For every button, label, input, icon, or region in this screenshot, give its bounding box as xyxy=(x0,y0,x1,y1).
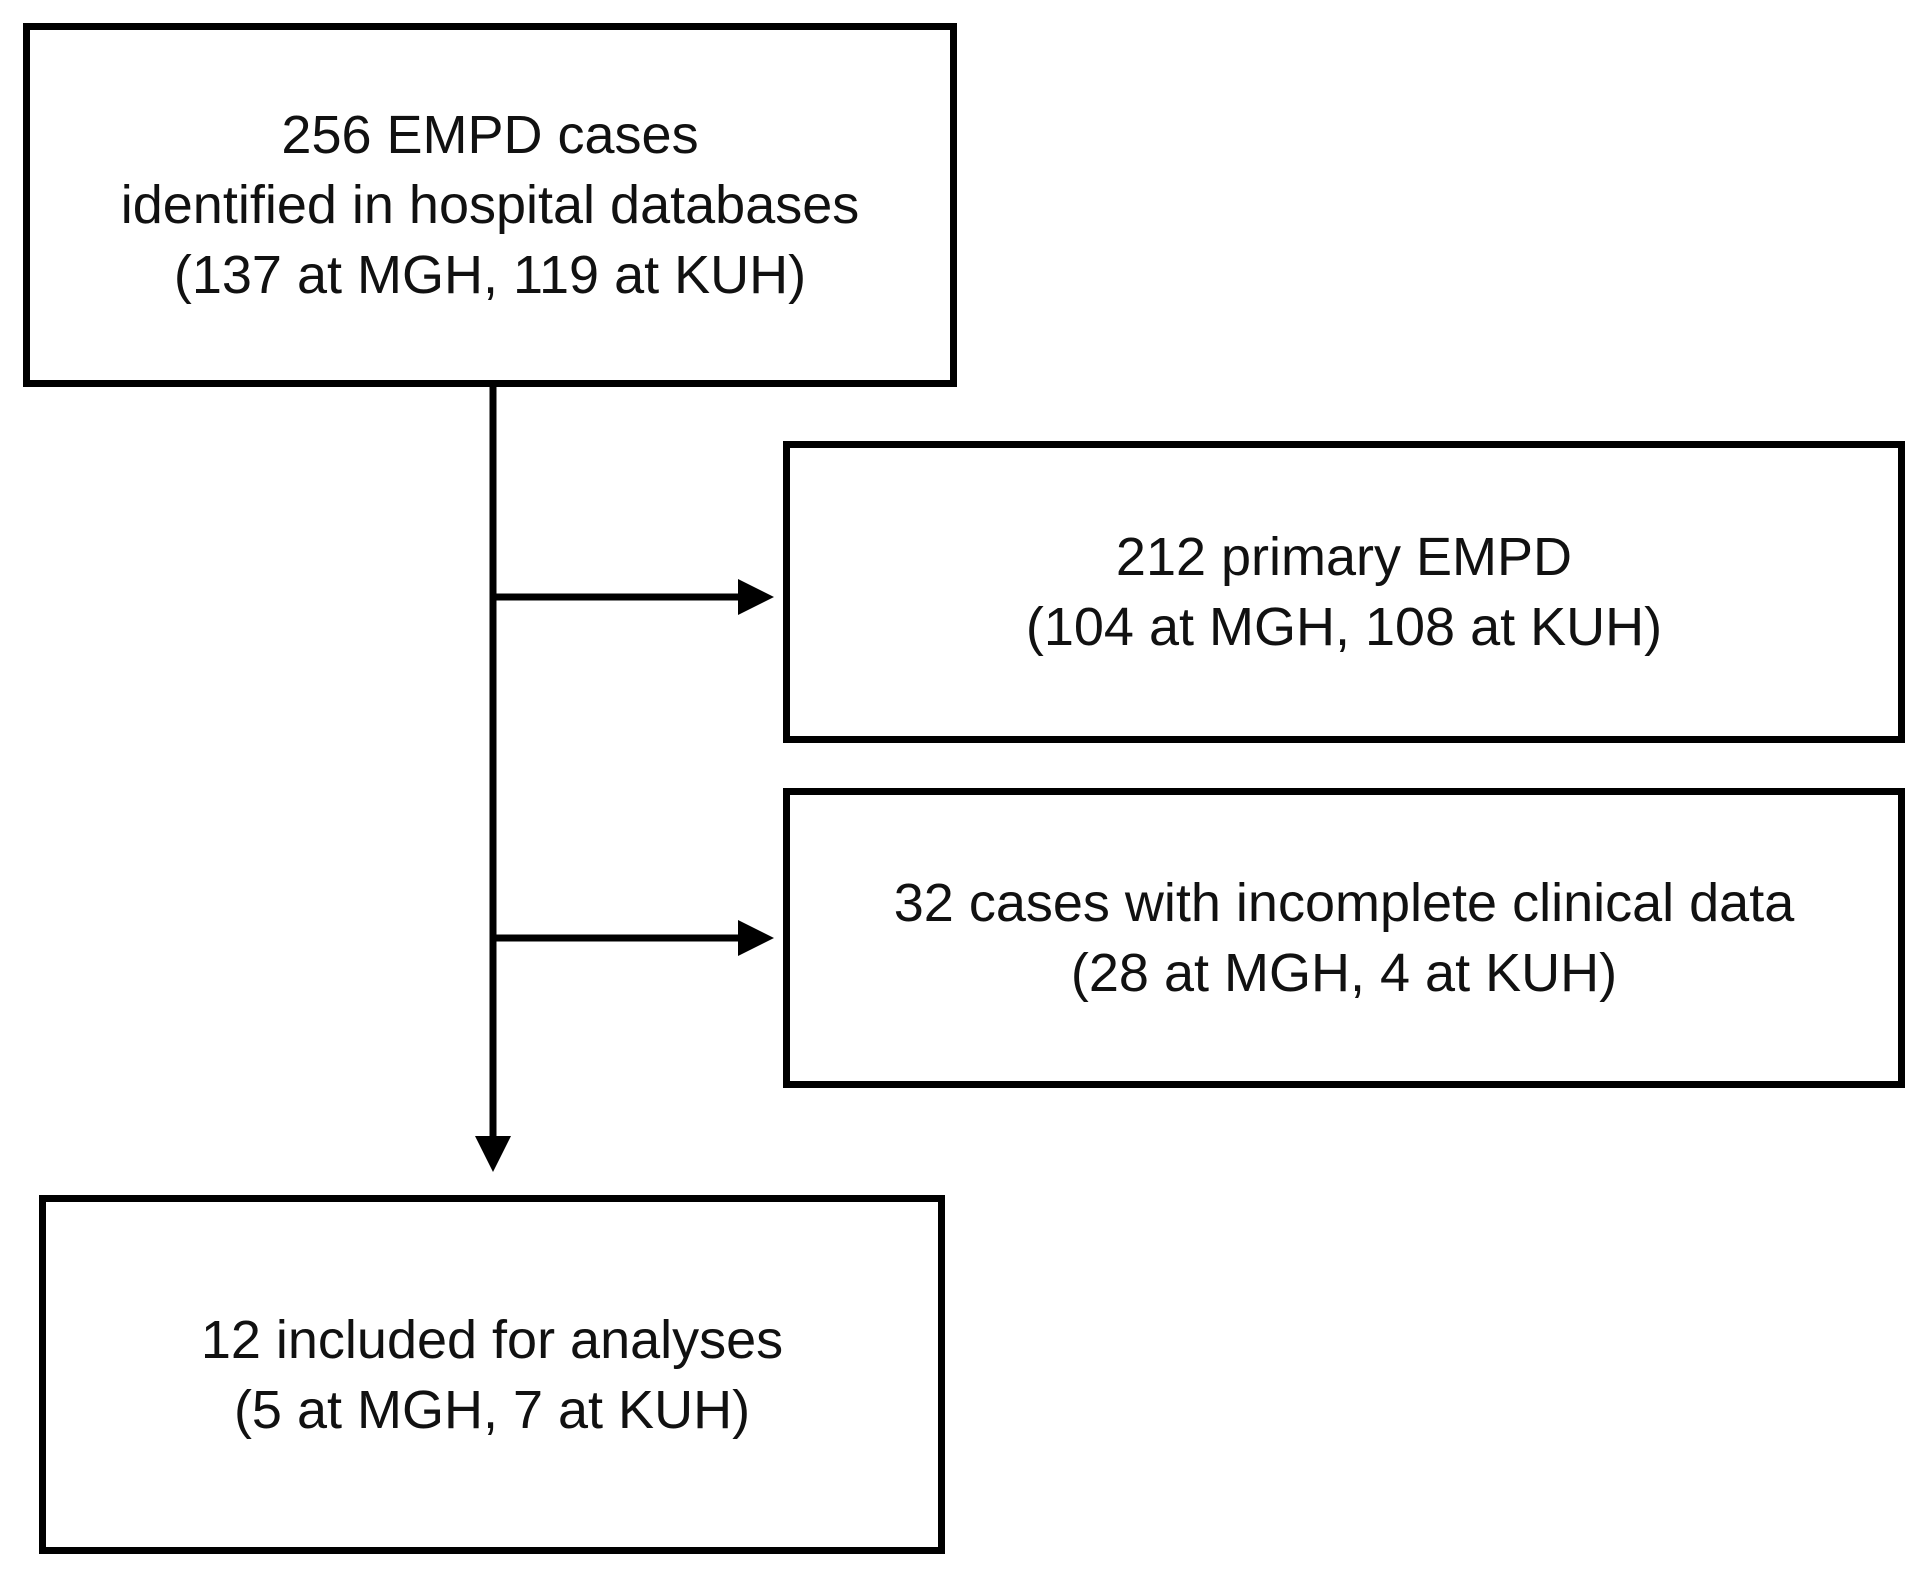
flow-box-line: identified in hospital databases xyxy=(120,175,860,235)
flow-box-line: 32 cases with incomplete clinical data xyxy=(893,873,1795,933)
flow-box-total-cases: 256 EMPD cases identified in hospital da… xyxy=(23,23,957,387)
arrowhead-right-incomplete-icon xyxy=(738,920,774,956)
flow-box-line: 212 primary EMPD xyxy=(1115,527,1573,587)
arrowhead-right-primary-icon xyxy=(738,579,774,615)
flow-box-line: 256 EMPD cases xyxy=(281,105,699,165)
flow-box-line: (104 at MGH, 108 at KUH) xyxy=(1025,597,1663,657)
flow-box-line: (5 at MGH, 7 at KUH) xyxy=(233,1379,751,1440)
flow-box-line: (28 at MGH, 4 at KUH) xyxy=(1070,943,1618,1003)
flow-box-line: 12 included for analyses xyxy=(200,1309,784,1370)
arrowhead-down-included-icon xyxy=(475,1136,511,1172)
flow-box-included-for-analyses: 12 included for analyses (5 at MGH, 7 at… xyxy=(39,1195,945,1554)
flow-box-line: (137 at MGH, 119 at KUH) xyxy=(173,245,807,305)
flow-box-incomplete-data: 32 cases with incomplete clinical data (… xyxy=(783,788,1905,1088)
flow-box-primary-empd: 212 primary EMPD (104 at MGH, 108 at KUH… xyxy=(783,441,1905,743)
